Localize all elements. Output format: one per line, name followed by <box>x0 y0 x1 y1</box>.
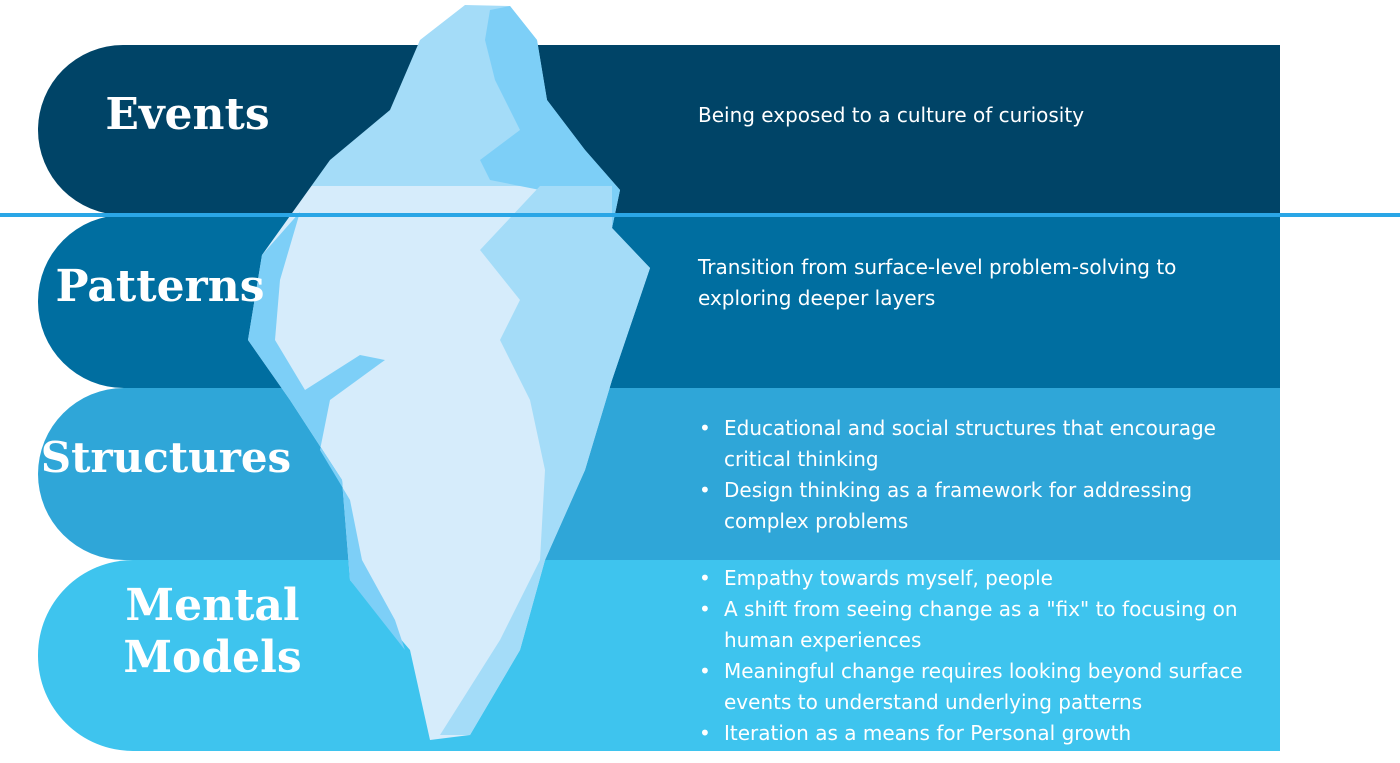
layer-text-mental-models: Empathy towards myself, people A shift f… <box>698 563 1273 749</box>
bullet-item: Educational and social structures that e… <box>698 413 1273 475</box>
layer-title-structures: Structures <box>40 434 292 481</box>
bullet-item: A shift from seeing change as a "fix" to… <box>698 594 1273 656</box>
bullet-item: Meaningful change requires looking beyon… <box>698 656 1273 718</box>
layer-title-line: Events <box>60 90 315 139</box>
bullet-item: Empathy towards myself, people <box>698 563 1273 594</box>
layer-title-mental-models: Mental Models <box>110 580 315 684</box>
layer-title-line: Models <box>110 632 315 684</box>
layer-title-patterns: Patterns <box>55 262 265 311</box>
layer-text-events: Being exposed to a culture of curiosity <box>698 100 1273 131</box>
layer-title-events: Events <box>60 90 315 139</box>
layer-text-structures: Educational and social structures that e… <box>698 413 1273 537</box>
bullet-item: Iteration as a means for Personal growth <box>698 718 1273 749</box>
bullet-item: Design thinking as a framework for addre… <box>698 475 1273 537</box>
layer-text-patterns: Transition from surface-level problem-so… <box>698 252 1218 314</box>
layer-title-line: Patterns <box>55 262 265 311</box>
waterline <box>0 213 1400 217</box>
layer-title-line: Mental <box>110 580 315 632</box>
layer-description: Being exposed to a culture of curiosity <box>698 100 1273 131</box>
layer-title-line: Structures <box>40 434 292 481</box>
layer-description: Transition from surface-level problem-so… <box>698 252 1218 314</box>
